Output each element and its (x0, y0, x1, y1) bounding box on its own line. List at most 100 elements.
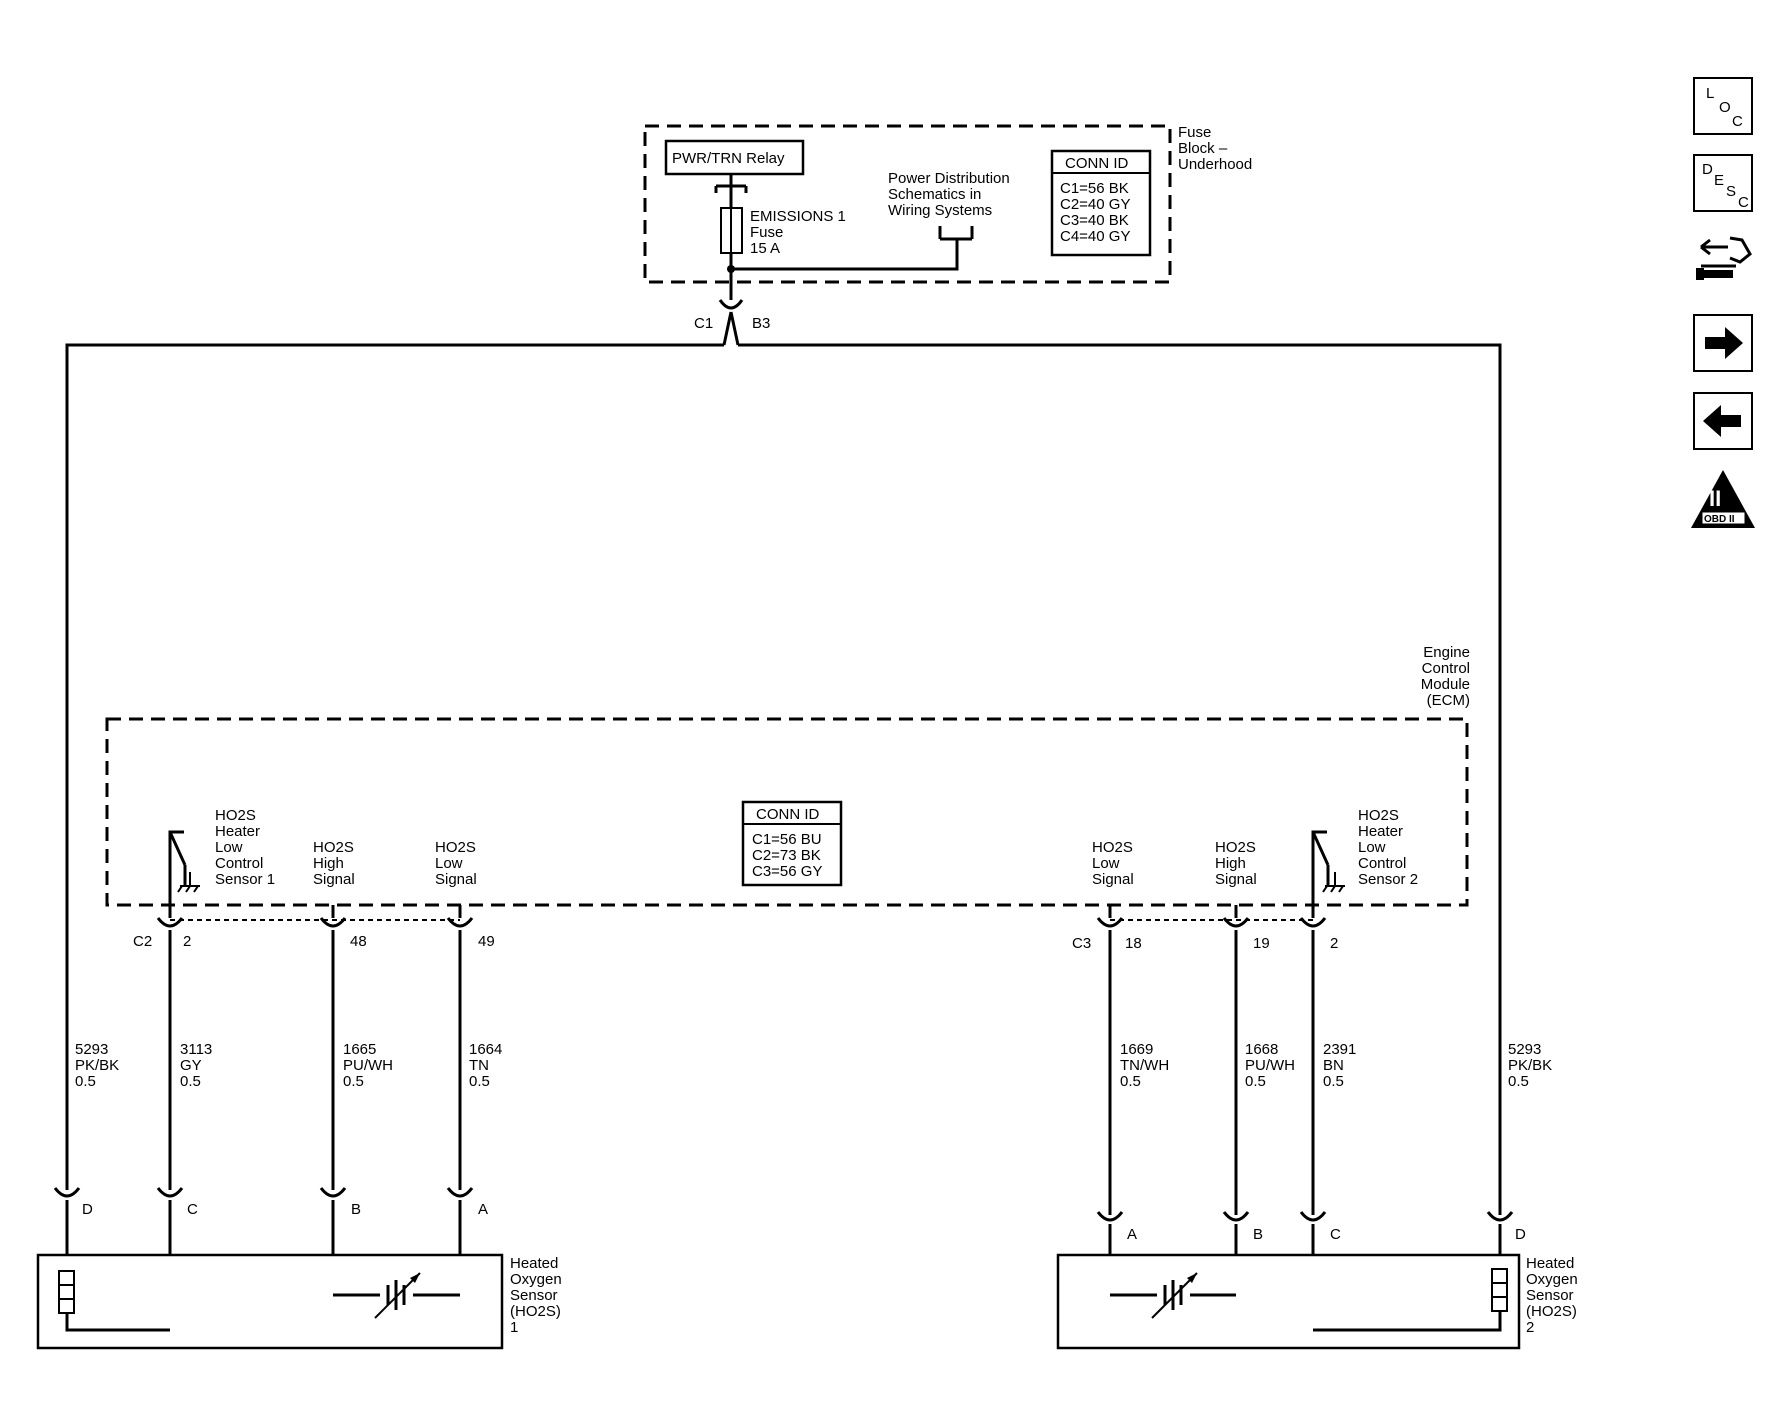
svg-text:Sensor 1: Sensor 1 (215, 871, 275, 888)
svg-text:CONN ID: CONN ID (1065, 155, 1129, 172)
obd2-icon[interactable]: II OBD II (1691, 470, 1755, 528)
svg-text:C3=40 BK: C3=40 BK (1060, 212, 1129, 229)
svg-text:2: 2 (1526, 1319, 1534, 1336)
svg-text:C4=40 GY: C4=40 GY (1060, 228, 1130, 245)
arrow-left-icon[interactable] (1693, 392, 1753, 450)
ecm-label-3: Module (1421, 676, 1470, 693)
svg-text:Low: Low (435, 855, 463, 872)
connector-wrench-icon[interactable] (1694, 232, 1752, 288)
svg-text:A: A (478, 1201, 488, 1218)
fuse-block-label-3: Underhood (1178, 156, 1252, 173)
svg-text:HO2S: HO2S (215, 807, 256, 824)
svg-text:Sensor 2: Sensor 2 (1358, 871, 1418, 888)
svg-text:C3: C3 (1072, 935, 1091, 952)
heated-oxygen-sensor-2: A B C D Heated Oxygen Sensor (HO2S) 2 (1056, 1200, 1578, 1350)
sensor1-housing (36, 1253, 504, 1350)
svg-text:PK/BK: PK/BK (75, 1057, 119, 1074)
svg-text:C: C (1738, 194, 1749, 211)
fuse-block-label-2: Block – (1178, 140, 1228, 157)
svg-text:HO2S: HO2S (435, 839, 476, 856)
svg-text:0.5: 0.5 (1323, 1073, 1344, 1090)
ecm-c3-pins: C3 18 19 2 (1072, 905, 1338, 1215)
svg-text:(HO2S): (HO2S) (1526, 1303, 1577, 1320)
svg-text:II: II (1709, 486, 1721, 511)
ecm-label-1: Engine (1423, 644, 1470, 661)
svg-text:(HO2S): (HO2S) (510, 1303, 561, 1320)
svg-text:Heated: Heated (510, 1255, 558, 1272)
ecm-label-2: Control (1422, 660, 1470, 677)
svg-text:S: S (1726, 183, 1736, 200)
svg-text:2: 2 (183, 933, 191, 950)
desc-icon[interactable]: D E S C (1693, 154, 1753, 212)
power-dist-wire (731, 239, 959, 271)
svg-text:A: A (1127, 1226, 1137, 1243)
svg-text:C2=73 BK: C2=73 BK (752, 847, 821, 864)
svg-text:Signal: Signal (1215, 871, 1257, 888)
ground-icon (177, 872, 200, 893)
svg-text:D: D (1515, 1226, 1526, 1243)
svg-text:O: O (1719, 99, 1731, 116)
svg-text:0.5: 0.5 (180, 1073, 201, 1090)
svg-text:Sensor: Sensor (1526, 1287, 1574, 1304)
svg-text:Signal: Signal (435, 871, 477, 888)
svg-text:High: High (313, 855, 344, 872)
svg-text:Oxygen: Oxygen (510, 1271, 562, 1288)
svg-text:1665: 1665 (343, 1041, 376, 1058)
svg-text:0.5: 0.5 (469, 1073, 490, 1090)
svg-text:Low: Low (215, 839, 243, 856)
svg-text:HO2S: HO2S (1358, 807, 1399, 824)
svg-text:C: C (187, 1201, 198, 1218)
c1-b3-connector (718, 299, 744, 310)
fuse-label-2: Fuse (750, 224, 783, 241)
svg-text:Control: Control (215, 855, 263, 872)
svg-text:B: B (351, 1201, 361, 1218)
ecm-c2-pins: C2 2 48 49 (133, 905, 495, 1190)
svg-text:C: C (1732, 113, 1743, 130)
svg-text:B: B (1253, 1226, 1263, 1243)
power-dist-text-1: Power Distribution (888, 170, 1010, 187)
svg-text:1669: 1669 (1120, 1041, 1153, 1058)
svg-text:GY: GY (180, 1057, 202, 1074)
arrow-right-icon[interactable] (1693, 314, 1753, 372)
fuse-block-outline (643, 124, 1172, 284)
ecm-outline (105, 717, 1469, 907)
svg-text:3113: 3113 (180, 1041, 212, 1058)
svg-text:C1=56 BK: C1=56 BK (1060, 180, 1129, 197)
svg-text:D: D (1702, 161, 1713, 178)
svg-text:E: E (1714, 172, 1724, 189)
svg-text:49: 49 (478, 933, 495, 950)
sensor2-housing (1056, 1253, 1521, 1350)
conn-c1-label: C1 (694, 315, 713, 332)
fuse-label-1: EMISSIONS 1 (750, 208, 846, 225)
pwr-trn-relay-box (664, 139, 805, 176)
power-dist-text-2: Schematics in (888, 186, 981, 203)
ecm-conn-id-table: CONN ID C1=56 BU C2=73 BK C3=56 GY (741, 800, 843, 887)
svg-text:18: 18 (1125, 935, 1142, 952)
svg-text:Control: Control (1358, 855, 1406, 872)
svg-text:Signal: Signal (313, 871, 355, 888)
svg-text:2391: 2391 (1323, 1041, 1356, 1058)
svg-text:1664: 1664 (469, 1041, 502, 1058)
fuse-block-conn-id-table: CONN ID C1=56 BK C2=40 GY C3=40 BK C4=40… (1050, 149, 1152, 257)
svg-text:5293: 5293 (75, 1041, 108, 1058)
conn-b3-label: B3 (752, 315, 770, 332)
ecm: Engine Control Module (ECM) CONN ID C1=5… (105, 644, 1470, 907)
loc-icon[interactable]: L O C (1693, 77, 1753, 135)
heater-element-icon (1491, 1268, 1508, 1312)
ecm-label-4: (ECM) (1427, 692, 1470, 709)
power-wire-sensor1 (65, 343, 724, 1190)
svg-text:PU/WH: PU/WH (1245, 1057, 1295, 1074)
svg-text:HO2S: HO2S (313, 839, 354, 856)
svg-text:PK/BK: PK/BK (1508, 1057, 1552, 1074)
svg-text:Heater: Heater (215, 823, 260, 840)
